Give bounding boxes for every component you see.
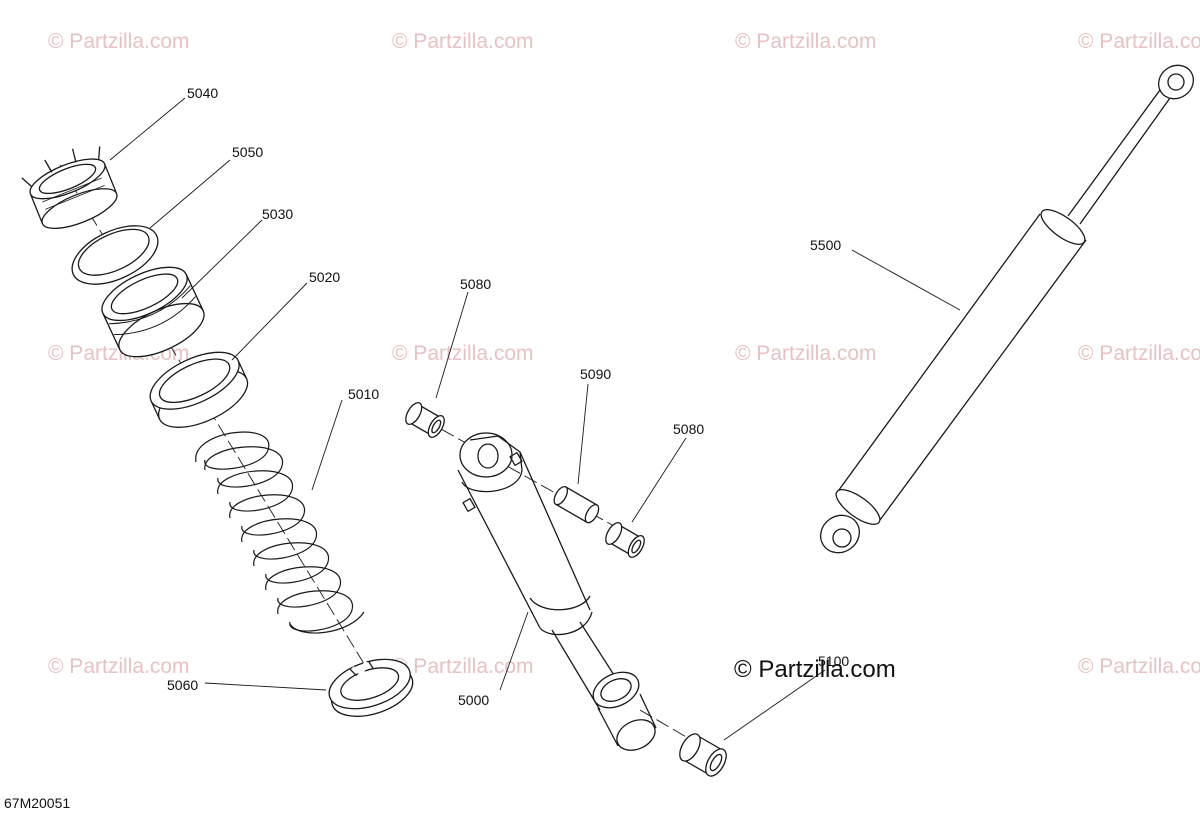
part-5100-bushing-lower (679, 733, 727, 777)
watermark: © Partzilla.com (735, 30, 877, 53)
watermark: © Partzilla.com (1078, 655, 1200, 678)
label-5500: 5500 (810, 237, 842, 253)
watermark: © Partzilla.com (48, 30, 190, 53)
part-5080-bushing-upper (405, 402, 445, 438)
label-5000: 5000 (458, 692, 490, 708)
part-5090-sleeve (553, 485, 600, 524)
part-5060-lower-seat (328, 658, 414, 717)
label-5090: 5090 (580, 366, 612, 382)
watermark: © Partzilla.com (1078, 30, 1200, 53)
part-5020-retainer (149, 351, 249, 428)
watermark: © Partzilla.com (48, 655, 190, 678)
part-5010-coil-spring (195, 431, 365, 634)
axis-line-right (424, 419, 631, 536)
part-5050-washer (71, 225, 159, 285)
watermark: © Partzilla.com (1078, 342, 1200, 365)
watermark: © Partzilla.com (392, 655, 534, 678)
diagram-code: 67M20051 (4, 795, 71, 811)
part-5040-adjuster-collar (21, 146, 118, 230)
watermark: © Partzilla.com (392, 342, 534, 365)
part-5500-gas-shock (819, 64, 1195, 554)
part-5080-bushing-right (605, 522, 645, 558)
label-5010: 5010 (348, 386, 380, 402)
label-5100: 5100 (818, 653, 850, 669)
leader-lines (109, 97, 961, 741)
label-5020: 5020 (309, 269, 341, 285)
part-5000-shock-body (457, 432, 657, 751)
watermark: © Partzilla.com (392, 30, 534, 53)
label-5030: 5030 (262, 206, 294, 222)
label-5060: 5060 (167, 677, 199, 693)
label-5040: 5040 (187, 85, 219, 101)
label-5080-upper: 5080 (460, 276, 492, 292)
watermark: © Partzilla.com (735, 342, 877, 365)
label-5080-right: 5080 (673, 421, 705, 437)
part-5030-spacer (101, 266, 205, 358)
label-5050: 5050 (232, 144, 264, 160)
partzilla-logo: © Partzilla.com (734, 656, 896, 683)
